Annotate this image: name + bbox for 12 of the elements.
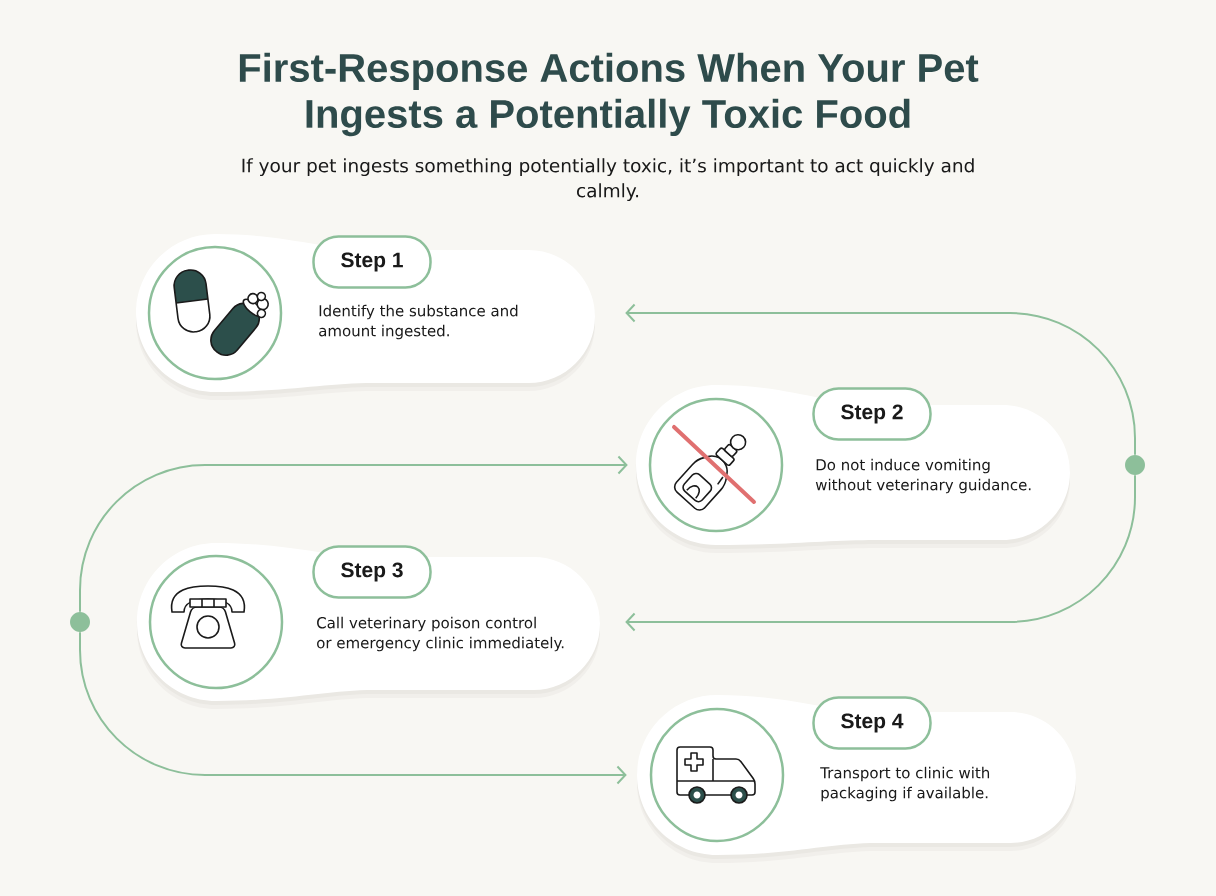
title: First-Response Actions When Your Pet Ingests a Potentially Toxic Food xyxy=(239,52,979,137)
step-badge: Step 3 xyxy=(312,545,432,599)
junction-dot xyxy=(70,612,90,632)
junction-dot xyxy=(1125,455,1145,475)
step-badge: Step 4 xyxy=(812,696,932,750)
arrow xyxy=(79,631,627,785)
step-badge: Step 2 xyxy=(812,387,932,441)
subtitle: If your pet ingests something potentially toxic, it’s important to act quickly and calmly. xyxy=(242,158,974,202)
arrow xyxy=(625,474,1136,632)
step-badge: Step 1 xyxy=(312,235,432,289)
arrow xyxy=(79,455,628,613)
arrow xyxy=(625,303,1136,456)
